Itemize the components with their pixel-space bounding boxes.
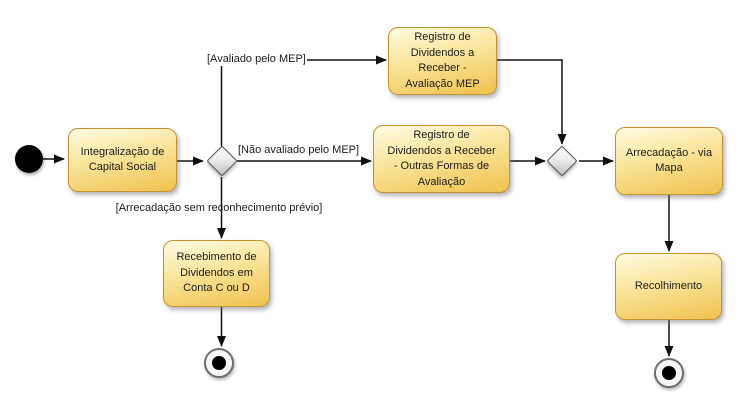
guard-label-arrecadacao-sem-reconhecimento: [Arrecadação sem reconhecimento prévio]: [115, 202, 323, 214]
activity-registro-outras: Registro de Dividendos a Receber - Outra…: [373, 125, 510, 193]
activity-label: Integralização de Capital Social: [80, 145, 165, 174]
activity-label: Registro de Dividendos a Receber - Avali…: [405, 31, 480, 90]
activity-recolhimento: Recolhimento: [615, 253, 722, 320]
activity-label: Registro de Dividendos a Receber - Outra…: [387, 129, 496, 188]
activity-registro-mep: Registro de Dividendos a Receber - Avali…: [388, 27, 497, 95]
initial-node: [15, 145, 43, 173]
edge-registro-mep-to-merge: [497, 59, 567, 145]
activity-integralizacao: Integralização de Capital Social: [68, 128, 177, 192]
activity-label: Recolhimento: [634, 279, 703, 292]
edge-decision-to-registro-mep: [220, 55, 387, 146]
activity-recebimento: Recebimento de Dividendos em Conta C ou …: [163, 240, 270, 307]
activity-label: Recebimento de Dividendos em Conta C ou …: [176, 251, 257, 295]
activity-label: Arrecadação - via Mapa: [625, 146, 713, 175]
final-node-inner: [212, 356, 226, 370]
final-node-recolhimento: [654, 358, 684, 388]
final-node-inner: [662, 366, 676, 380]
final-node-recebimento: [204, 348, 234, 378]
activity-arrecadacao: Arrecadação - via Mapa: [615, 127, 723, 195]
guard-label-nao-avaliado-mep: [Não avaliado pelo MEP]: [238, 144, 360, 156]
guard-label-avaliado-mep: [Avaliado pelo MEP]: [206, 53, 307, 66]
